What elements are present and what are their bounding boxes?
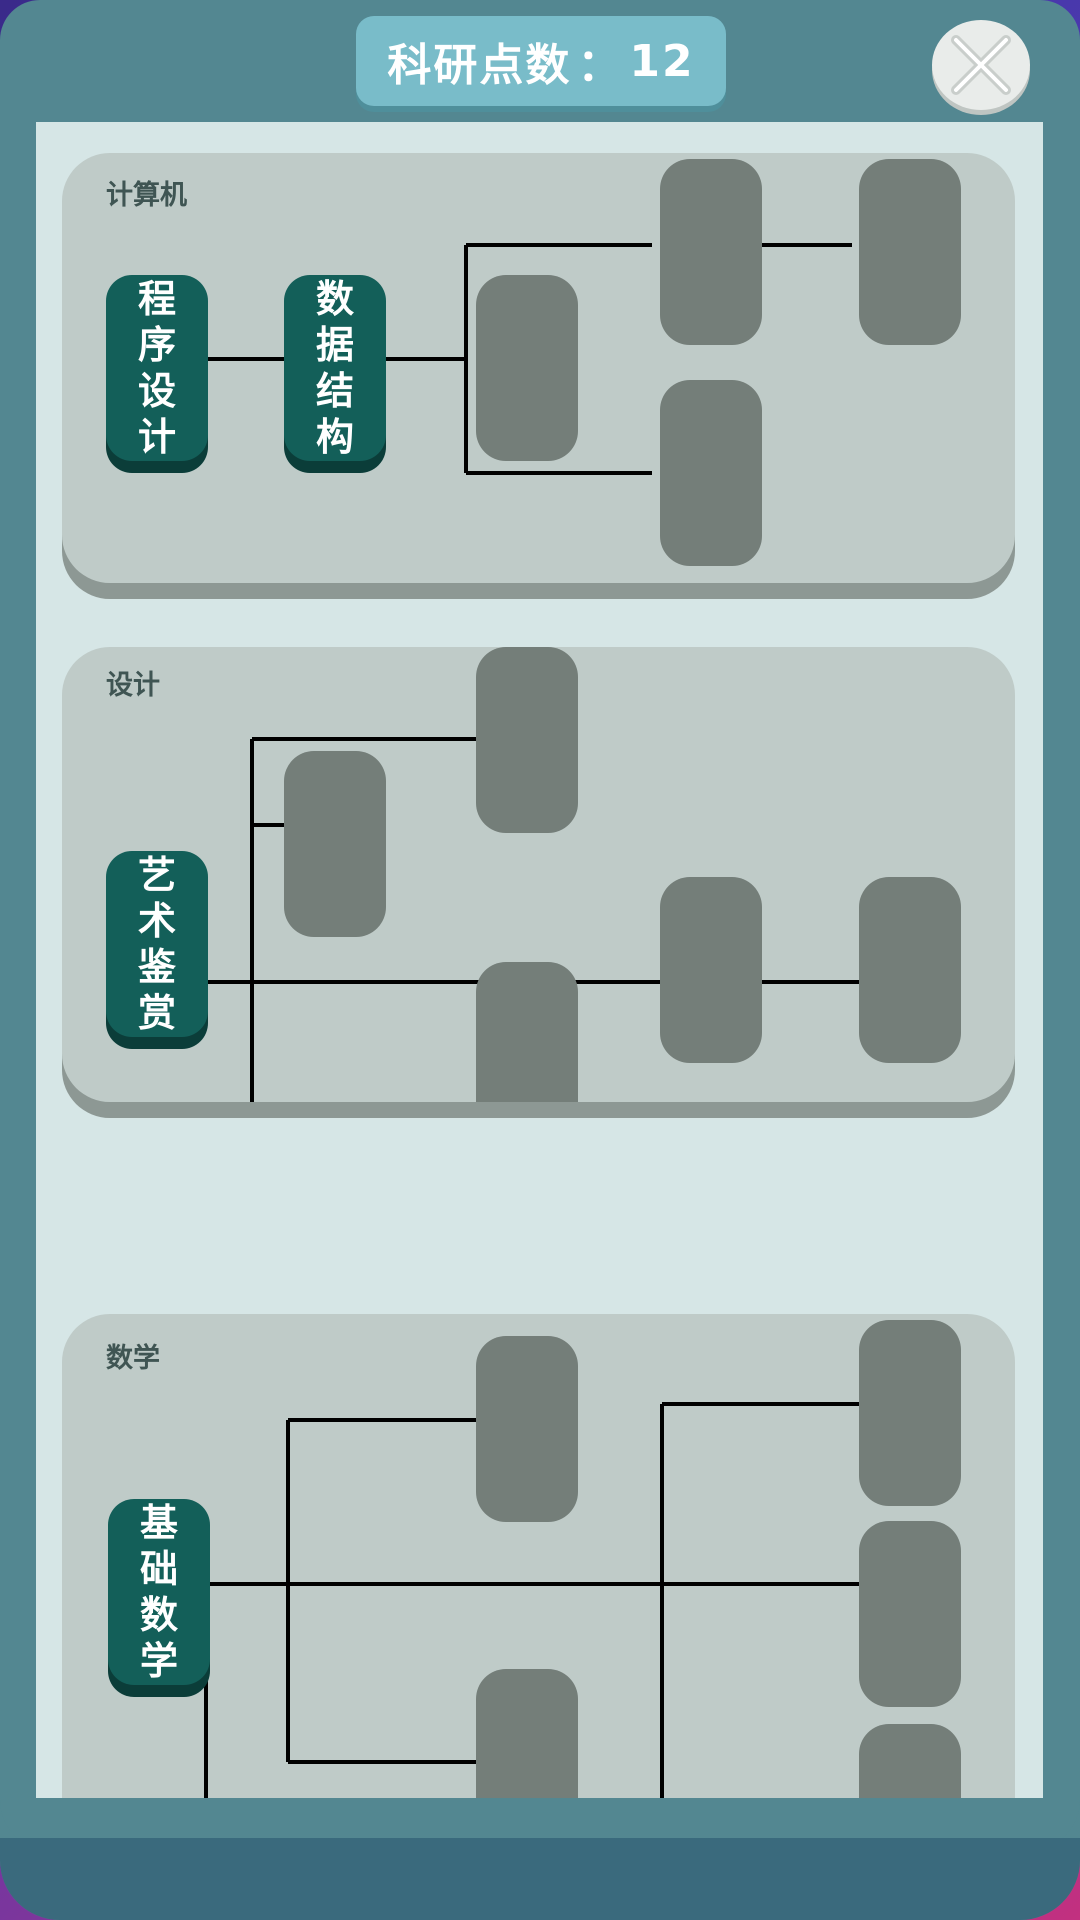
tech-node-data-structures[interactable]: 数 据 结 构 (284, 275, 386, 461)
research-points-separator: ： (577, 40, 624, 91)
node-char: 鉴 (137, 945, 176, 989)
node-char: 数 (139, 1593, 178, 1637)
tech-node-locked[interactable] (660, 380, 762, 566)
tech-node-locked[interactable] (859, 1521, 961, 1707)
tech-node-locked[interactable] (859, 159, 961, 345)
node-char: 计 (137, 415, 176, 459)
tech-node-locked[interactable] (284, 751, 386, 937)
node-char: 程 (137, 277, 176, 321)
tech-node-basic-math[interactable]: 基 础 数 学 (108, 1499, 210, 1685)
category-card-math: 数学 基 础 数 学 (62, 1314, 1015, 1798)
tech-node-art-appreciation[interactable]: 艺 术 鉴 赏 (106, 851, 208, 1037)
node-char: 构 (315, 415, 354, 459)
category-label: 计算机 (106, 180, 187, 211)
research-points-value: 12 (629, 35, 695, 87)
node-char: 据 (315, 323, 354, 367)
research-points-display: 科研点数 ： 12 (356, 16, 726, 106)
node-char: 设 (137, 369, 176, 413)
tech-node-locked[interactable] (476, 1669, 578, 1798)
category-label: 设计 (106, 670, 160, 701)
tech-node-locked[interactable] (476, 647, 578, 833)
node-char: 艺 (137, 853, 176, 897)
tech-tree-panel[interactable]: 计算机 程 序 设 计 数 据 结 构 设计 (36, 122, 1043, 1798)
tech-node-locked[interactable] (660, 159, 762, 345)
category-card-computer: 计算机 程 序 设 计 数 据 结 构 (62, 153, 1015, 583)
close-x-icon (951, 35, 1011, 95)
tech-node-locked[interactable] (859, 877, 961, 1063)
node-char: 学 (139, 1639, 178, 1683)
node-char: 数 (315, 277, 354, 321)
tech-node-locked[interactable] (476, 962, 578, 1102)
node-char: 赏 (137, 991, 176, 1035)
category-label: 数学 (106, 1343, 160, 1374)
node-char: 序 (137, 323, 176, 367)
tech-node-locked[interactable] (476, 275, 578, 461)
tech-node-locked[interactable] (859, 1724, 961, 1798)
tech-node-locked[interactable] (859, 1320, 961, 1506)
tech-node-programming[interactable]: 程 序 设 计 (106, 275, 208, 461)
category-card-design: 设计 艺 术 鉴 赏 (62, 647, 1015, 1102)
node-char: 术 (137, 899, 176, 943)
research-points-label: 科研点数 (387, 40, 572, 91)
node-char: 础 (139, 1547, 178, 1591)
tech-node-locked[interactable] (660, 877, 762, 1063)
frame-bottom (0, 1838, 1080, 1920)
close-button[interactable] (932, 20, 1030, 110)
node-char: 基 (139, 1501, 178, 1545)
node-char: 结 (315, 369, 354, 413)
tech-node-locked[interactable] (476, 1336, 578, 1522)
